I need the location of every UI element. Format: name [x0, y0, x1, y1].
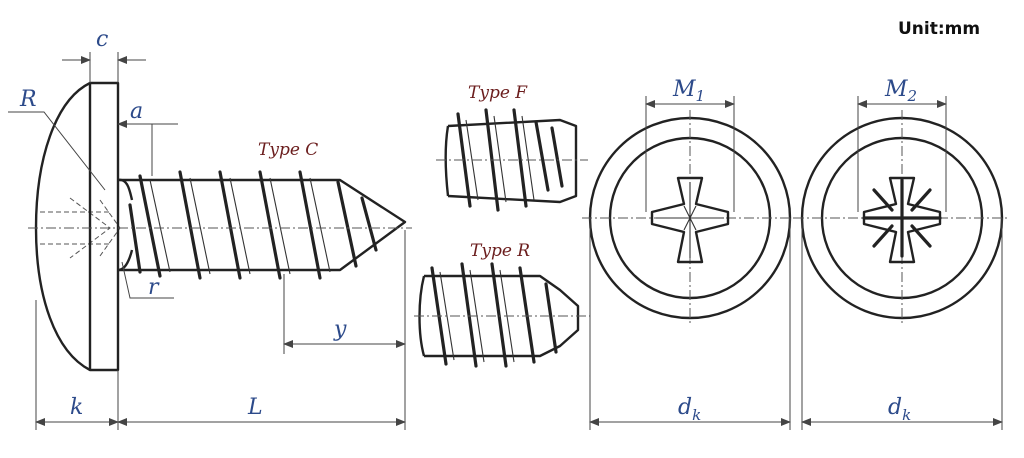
dim-m1-label: M1 — [672, 77, 705, 105]
unit-label: Unit:mm — [898, 19, 980, 39]
m2-cross-recess — [862, 176, 942, 264]
type-c-label: Type C — [258, 140, 318, 160]
dim-a-label: a — [130, 99, 143, 124]
dim-dk1-label: dk — [678, 395, 701, 424]
screw-head-dome — [34, 81, 91, 372]
dim-k: k — [35, 300, 119, 430]
dim-y: y — [283, 230, 406, 354]
side-view-type-c — [28, 81, 412, 372]
end-view-m2: M2 dk — [794, 77, 1010, 430]
dim-L: L — [117, 354, 406, 430]
dim-dk2-label: dk — [888, 395, 911, 424]
dim-c-label: c — [96, 27, 108, 52]
type-r-point: Type R — [414, 241, 590, 368]
dim-R-label: R — [19, 87, 37, 112]
type-f-label: Type F — [468, 83, 528, 103]
end-view-m1: M1 dk — [582, 77, 798, 430]
type-f-point: Type F — [436, 83, 588, 212]
m2-star-marks — [862, 178, 942, 258]
dim-y-label: y — [333, 317, 347, 342]
screw-shank — [118, 178, 407, 272]
type-r-label: Type R — [470, 241, 530, 261]
dim-L-label: L — [247, 395, 263, 420]
thread-crests — [128, 170, 378, 280]
dim-c: c — [62, 27, 146, 83]
dim-m2-label: M2 — [884, 77, 917, 105]
dim-r-label: r — [148, 275, 160, 300]
dim-R: R — [8, 87, 106, 191]
dim-a: a — [117, 99, 178, 176]
dim-r: r — [121, 261, 174, 300]
dim-k-label: k — [70, 395, 83, 420]
m1-cross-recess — [650, 176, 730, 264]
washer-flange — [88, 81, 120, 372]
